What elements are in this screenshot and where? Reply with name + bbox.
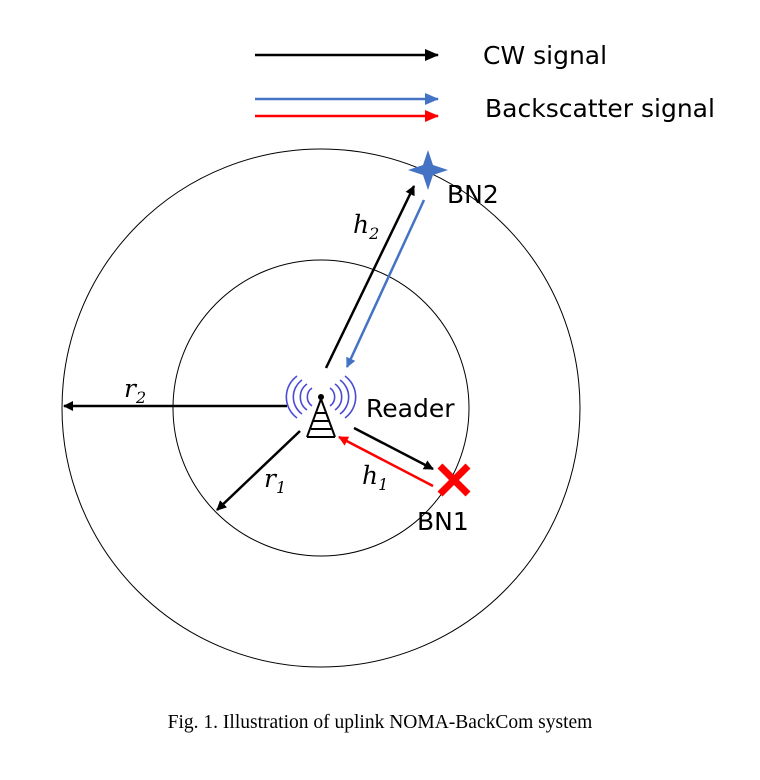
r1-label: r1 <box>264 464 286 497</box>
h2-label: h2 <box>353 210 379 243</box>
h2-cw-arrow <box>324 185 416 369</box>
legend: CW signal Backscatter signal <box>255 41 715 123</box>
r2-label: r2 <box>124 374 146 407</box>
four-point-star-icon <box>408 150 448 190</box>
inner-radius-circle <box>172 259 470 557</box>
h1-label: h1 <box>362 461 388 494</box>
h1-cw-arrow <box>353 426 434 471</box>
bn1-backscatter-arrow <box>338 435 434 488</box>
r1-arrow <box>216 430 301 511</box>
figure-caption: Fig. 1. Illustration of uplink NOMA-Back… <box>167 712 593 733</box>
bn1-label: BN1 <box>417 507 469 536</box>
legend-backscatter-label: Backscatter signal <box>485 94 715 123</box>
antenna-tower-icon <box>285 375 357 438</box>
legend-cw-label: CW signal <box>483 41 607 70</box>
bn2-backscatter-arrow <box>345 199 426 368</box>
x-cross-icon <box>437 463 471 497</box>
reader-label: Reader <box>366 394 455 423</box>
bn2-label: BN2 <box>447 180 499 209</box>
outer-radius-circle <box>61 148 581 668</box>
